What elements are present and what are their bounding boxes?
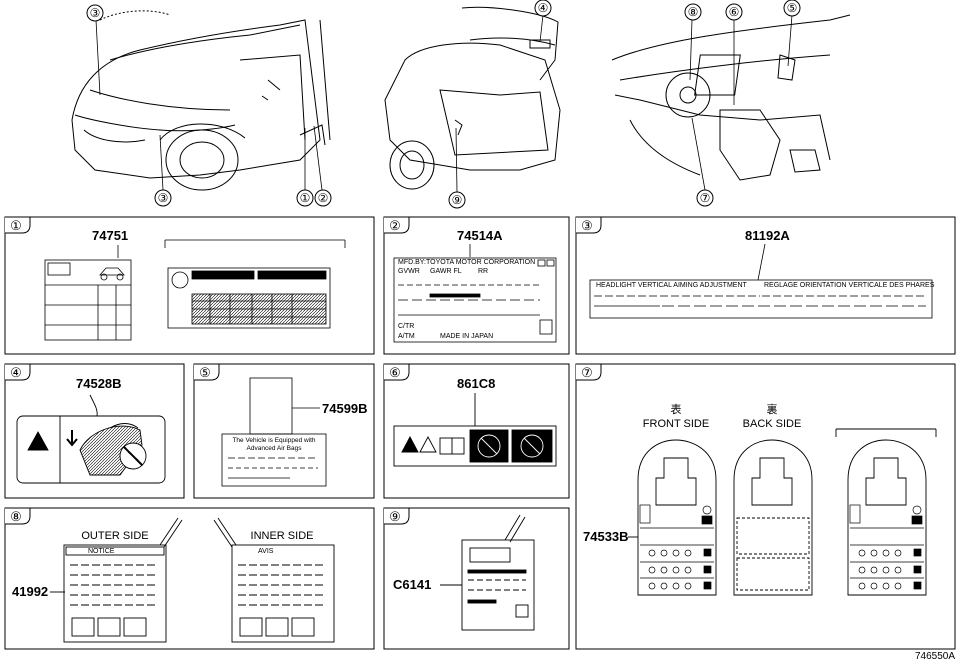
panel-7-third-icons <box>849 504 924 590</box>
panel-8-part-number: 41992 <box>12 584 48 599</box>
panel-7-callout: ⑦ <box>581 365 593 380</box>
callout-6: ⑥ <box>729 5 740 19</box>
panel-4: ④ 74528B <box>4 363 185 499</box>
panel-7-front-kanji: 表 <box>671 402 682 416</box>
panel-8-notice: NOTICE <box>88 548 115 555</box>
panel-3-text-en: HEADLIGHT VERTICAL AIMING ADJUSTMENT <box>596 282 748 289</box>
panel-1-part-number: 74751 <box>92 228 128 243</box>
panel-9-part-number: C6141 <box>393 577 431 592</box>
panel-3: ③ 81192A HEADLIGHT VERTICAL AIMING ADJUS… <box>575 216 956 355</box>
panel-6-part-number: 861C8 <box>457 376 495 391</box>
panel-7-back-kanji: 裏 <box>767 402 778 416</box>
diagram-id: 746550A <box>915 651 955 662</box>
panel-4-callout: ④ <box>10 365 22 380</box>
panel-2-ctr: C/TR <box>398 323 414 330</box>
vehicle-rear-view <box>384 6 561 190</box>
callout-1: ① <box>300 191 311 205</box>
panel-5-airbag-text: The Vehicle is Equipped with Advanced Ai… <box>232 437 316 452</box>
panel-2-gvwr: GVWR <box>398 268 420 275</box>
panel-5-part-number: 74599B <box>322 401 368 416</box>
panel-5-callout: ⑤ <box>199 365 211 380</box>
panel-3-callout: ③ <box>581 218 593 233</box>
panel-6-callout: ⑥ <box>389 365 401 380</box>
panel-1: ① 74751 <box>4 216 375 355</box>
panel-2-gawr: GAWR FL <box>430 268 462 275</box>
panel-2-atm: A/TM <box>398 333 415 340</box>
callout-5: ⑤ <box>787 1 798 15</box>
panel-7-part-number: 74533B <box>583 529 629 544</box>
panel-6: ⑥ 861C8 <box>383 363 570 499</box>
panel-8: ⑧ OUTER SIDE INNER SIDE 41992 NOTICE AVI… <box>4 507 375 650</box>
panel-7-back-side: BACK SIDE <box>743 418 802 430</box>
panel-8-inner-side: INNER SIDE <box>251 530 314 542</box>
panel-8-outer-side: OUTER SIDE <box>81 530 148 542</box>
panel-2: ② 74514A MFD.BY:TOYOTA MOTOR CORPORATION… <box>383 216 570 355</box>
callout-3-bottom: ③ <box>158 191 169 205</box>
panel-8-callout: ⑧ <box>10 509 22 524</box>
panel-5: ⑤ 74599B The Vehicle is Equipped with Ad… <box>193 363 375 499</box>
vehicle-front-view <box>71 10 331 191</box>
callout-3-top: ③ <box>90 6 101 20</box>
panel-2-rr: RR <box>478 268 488 275</box>
callout-7: ⑦ <box>700 191 711 205</box>
panel-2-part-number: 74514A <box>457 228 503 243</box>
panel-2-made-in: MADE IN JAPAN <box>440 333 493 340</box>
panel-7-front-side: FRONT SIDE <box>643 418 709 430</box>
callout-2: ② <box>318 191 329 205</box>
panel-9-callout: ⑨ <box>389 509 401 524</box>
callout-8: ⑧ <box>688 5 699 19</box>
callout-9: ⑨ <box>452 193 463 207</box>
panel-8-avis: AVIS <box>258 548 274 555</box>
panel-4-part-number: 74528B <box>76 376 122 391</box>
panel-7-front-icons <box>639 504 714 590</box>
callout-4: ④ <box>538 1 549 15</box>
callout-leaders <box>95 14 793 193</box>
panel-7: ⑦ 表 FRONT SIDE 裏 BACK SIDE 74533B <box>575 363 956 650</box>
panel-3-text-fr: REGLAGE ORIENTATION VERTICALE DES PHARES <box>764 282 935 289</box>
panel-9: ⑨ C6141 <box>383 507 570 650</box>
vehicle-callouts: ③ ③ ① ② ④ ⑨ ⑧ ⑥ ⑤ ⑦ <box>86 0 801 209</box>
panel-3-part-number: 81192A <box>745 228 790 243</box>
panel-2-callout: ② <box>389 218 401 233</box>
panel-1-callout: ① <box>10 218 22 233</box>
panel-2-maker: MFD.BY:TOYOTA MOTOR CORPORATION <box>398 259 535 266</box>
vehicle-interior-view <box>611 14 851 181</box>
